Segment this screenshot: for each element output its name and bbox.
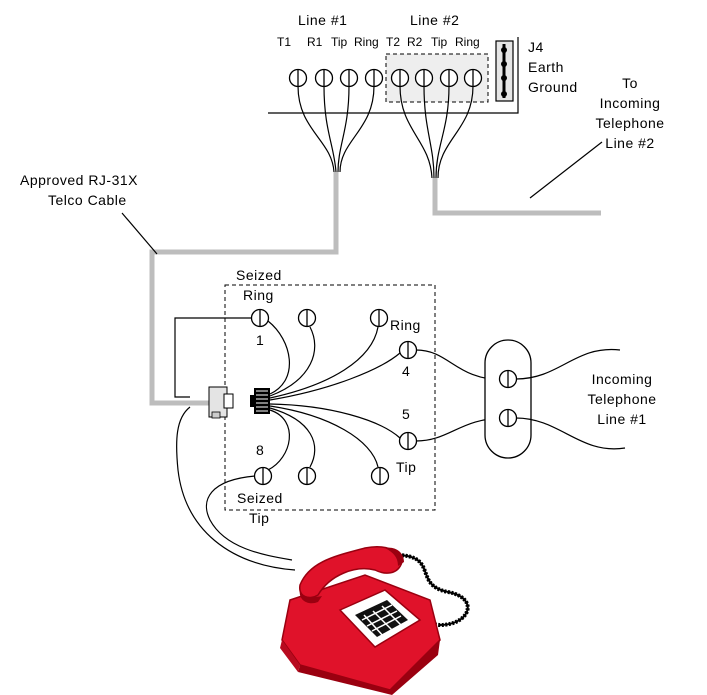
label-telco-cable: Telco Cable [48,192,127,208]
jack-terminal-6 [370,466,390,486]
label-r2: R2 [407,35,423,49]
label-pin8: 8 [256,442,264,458]
label-tip2: Tip [431,35,448,49]
line1-title: Line #1 [298,12,347,28]
j4-pin [501,61,507,67]
seized-ring-wire [174,317,252,398]
label-ring1: Ring [354,35,379,49]
label-incoming-2: Incoming [600,95,661,111]
label-to: To [622,75,638,91]
loop-wire-outer [176,406,296,571]
jack-terminal-1 [250,308,270,328]
j4-pin [501,75,507,81]
jack-terminal-4 [398,340,418,360]
label-incoming-1c: Line #1 [597,411,646,427]
label-seized-ring-2: Ring [243,287,274,303]
pointer-rj31x [121,212,158,255]
modular-plug-icon [250,388,270,414]
label-seized-ring-1: Seized [236,267,282,283]
jack-terminal-7 [297,466,317,486]
terminal-r1 [314,68,334,88]
jack-terminal-2 [297,308,317,328]
label-incoming-1b: Telephone [587,391,656,407]
line2-cable [432,178,601,216]
j4-pin [501,47,507,53]
terminal-ring2 [463,68,483,88]
rj31x-cable [149,172,339,406]
panel-outline [268,37,519,114]
label-tip-right: Tip [396,459,416,475]
label-t2: T2 [386,35,400,49]
label-r1: R1 [307,35,323,49]
label-pin5: 5 [402,406,410,422]
seized-tip-wire [205,475,293,561]
rj31x-jack-icon [208,386,234,419]
terminal-t1 [288,68,308,88]
label-ring-right: Ring [390,317,421,333]
jack-terminal-3 [369,308,389,328]
label-seized-tip-2: Tip [249,510,269,526]
label-pin4: 4 [402,363,410,379]
wall-terminal-tip [498,408,518,428]
label-line2-right: Line #2 [605,135,654,151]
label-earth: Earth [528,59,564,75]
terminal-t2 [390,68,410,88]
pointer-line2 [529,141,603,199]
panel-terminal-block: Line #1 Line #2 T1 R1 Tip Ring T2 R2 Tip… [268,12,578,114]
wall-block [484,339,532,459]
label-telephone-2: Telephone [595,115,664,131]
label-pin1: 1 [256,332,264,348]
label-incoming-1a: Incoming [592,371,653,387]
label-t1: T1 [277,35,291,49]
label-j4: J4 [528,39,544,55]
terminal-r2 [414,68,434,88]
line2-wires [399,85,474,179]
jack-internal-wires [267,320,401,471]
j4-pin [501,91,507,97]
incoming-wire-tip [515,417,626,450]
label-tip1: Tip [331,35,348,49]
telephone-icon [280,546,470,695]
line1-wires [297,85,375,173]
label-approved: Approved RJ-31X [20,172,138,188]
label-ring2: Ring [455,35,480,49]
terminal-ring1 [364,68,384,88]
jack-terminal-5 [398,431,418,451]
label-ground: Ground [528,79,578,95]
label-seized-tip-1: Seized [237,490,283,506]
terminal-tip2 [439,68,459,88]
line2-title: Line #2 [410,12,459,28]
terminal-tip1 [339,68,359,88]
wall-terminal-ring [498,369,518,389]
incoming-wire-ring [515,348,621,380]
